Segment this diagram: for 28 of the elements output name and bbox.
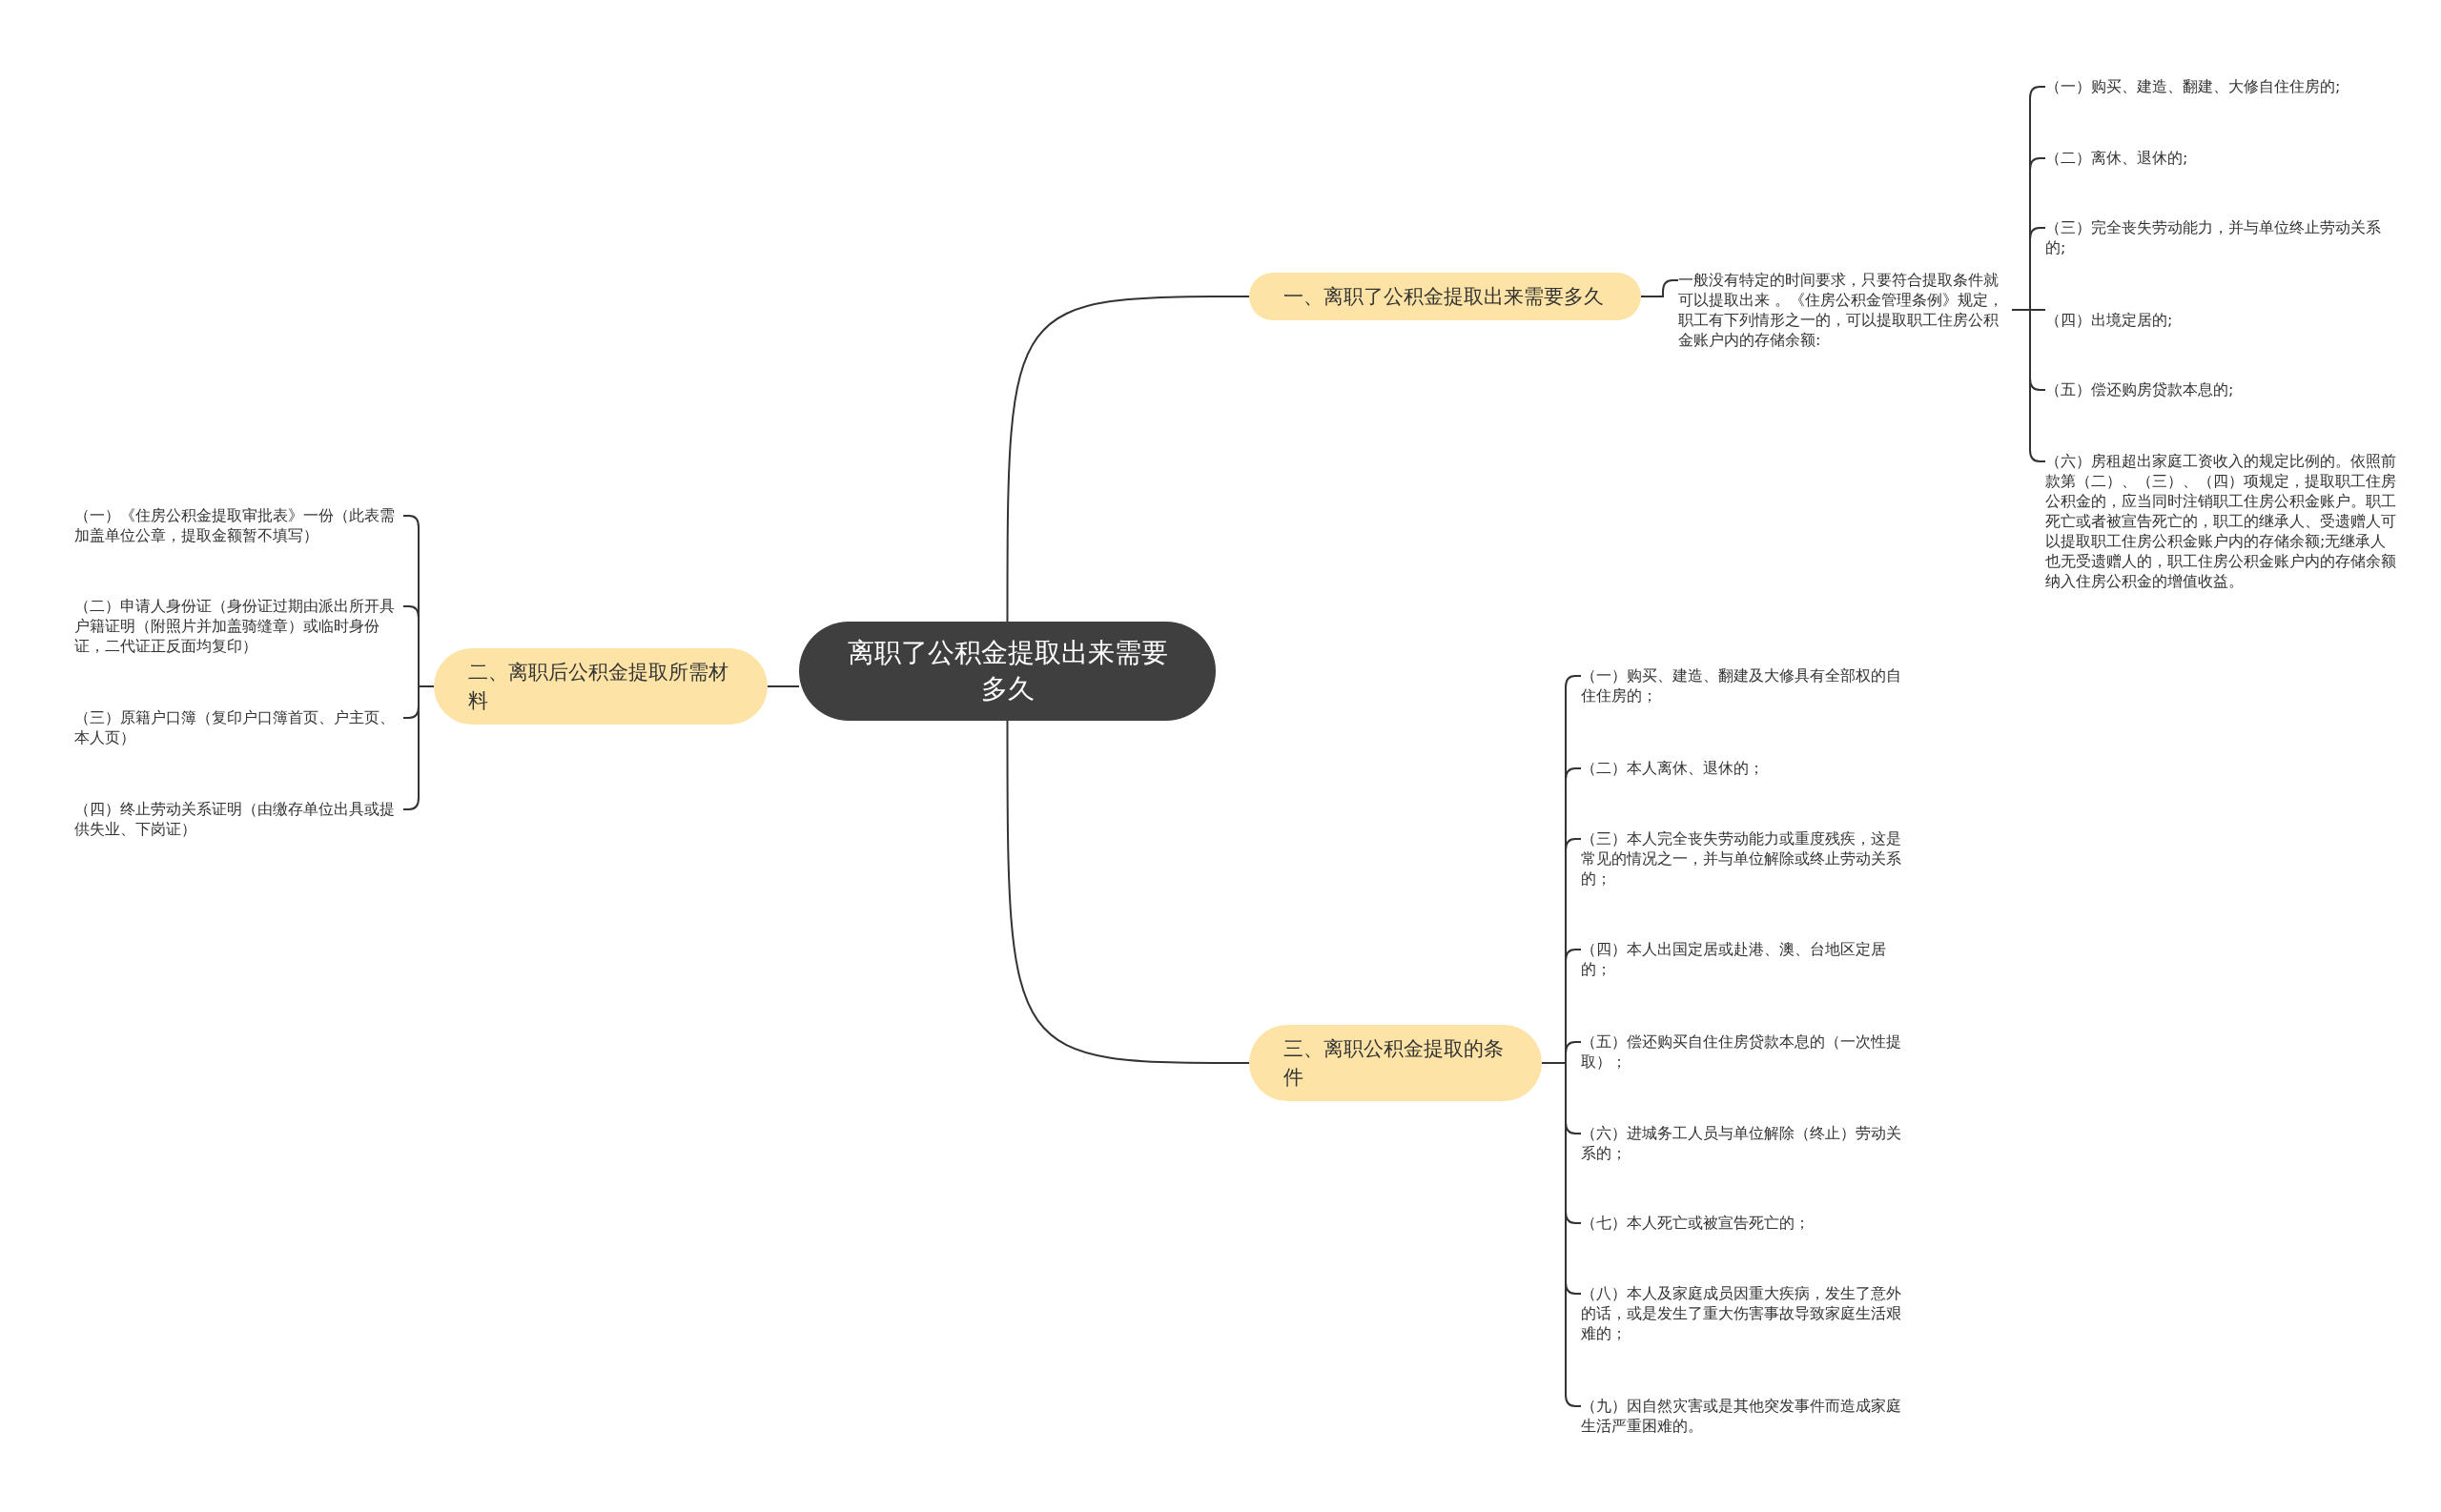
subtopic-text: （六）进城务工人员与单位解除（终止）劳动关系的； <box>1581 1123 1910 1163</box>
subtopic-text: （七）本人死亡或被宣告死亡的； <box>1581 1213 1910 1233</box>
subtopic-text: （五）偿还购房贷款本息的; <box>2045 379 2398 399</box>
topic-pill: 三、离职公积金提取的条件 <box>1249 1025 1542 1101</box>
subtopic-text: （五）偿还购买自住住房贷款本息的（一次性提取）； <box>1581 1032 1910 1072</box>
topic-pill: 一、离职了公积金提取出来需要多久 <box>1249 273 1641 320</box>
subtopic-text: （二）本人离休、退休的； <box>1581 758 1910 778</box>
subtopic-text: （二）申请人身份证（身份证过期由派出所开具户籍证明（附照片并加盖骑缝章）或临时身份证，二代证正反面均复印） <box>74 596 403 656</box>
topic-pill: 二、离职后公积金提取所需材料 <box>434 648 768 725</box>
subtopic-text: （六）房租超出家庭工资收入的规定比例的。依照前款第（二）、（三）、（四）项规定，提取职工住房公积金的，应当同时注销职工住房公积金账户。职工死亡或者被宣告死亡的，职工的继承人、受遗赠人可以提取职工住房公积金账户内的存储余额;无继承人也无受遗赠人的，职工住房公积金账户内的存储余额纳入住房公积金的增值收益。 <box>2045 451 2398 591</box>
subtopic-text: （一）购买、建造、翻建及大修具有全部权的自住住房的； <box>1581 665 1910 705</box>
subtopic-text: （三）原籍户口簿（复印户口簿首页、户主页、本人页） <box>74 707 403 747</box>
subtopic-text: （一）购买、建造、翻建、大修自住住房的; <box>2045 76 2398 96</box>
subtopic-text: （九）因自然灾害或是其他突发事件而造成家庭生活严重困难的。 <box>1581 1396 1910 1436</box>
subtopic-text: （三）本人完全丧失劳动能力或重度残疾，这是常见的情况之一，并与单位解除或终止劳动关系的； <box>1581 828 1910 889</box>
subtopic-text: （四）终止劳动关系证明（由缴存单位出具或提供失业、下岗证） <box>74 799 403 839</box>
connector-line <box>767 685 800 687</box>
subtopic-text: （三）完全丧失劳动能力，并与单位终止劳动关系的; <box>2045 217 2398 257</box>
central-topic: 离职了公积金提取出来需要多久 <box>799 622 1216 721</box>
subtopic-text: （八）本人及家庭成员因重大疾病，发生了意外的话，或是发生了重大伤害事故导致家庭生活艰难的； <box>1581 1283 1910 1343</box>
note-text: 一般没有特定的时间要求，只要符合提取条件就可以提取出来 。《住房公积金管理条例》规定，职工有下列情形之一的，可以提取职工住房公积金账户内的存储余额: <box>1678 270 2012 350</box>
subtopic-text: （一）《住房公积金提取审批表》一份（此表需加盖单位公章，提取金额暂不填写） <box>74 505 403 545</box>
subtopic-text: （四）出境定居的; <box>2045 310 2398 330</box>
subtopic-text: （四）本人出国定居或赴港、澳、台地区定居的； <box>1581 939 1910 979</box>
connector-line <box>1640 279 1679 297</box>
connector-line <box>1006 720 1250 1064</box>
connector-line <box>1006 296 1250 623</box>
subtopic-text: （二）离休、退休的; <box>2045 148 2398 168</box>
